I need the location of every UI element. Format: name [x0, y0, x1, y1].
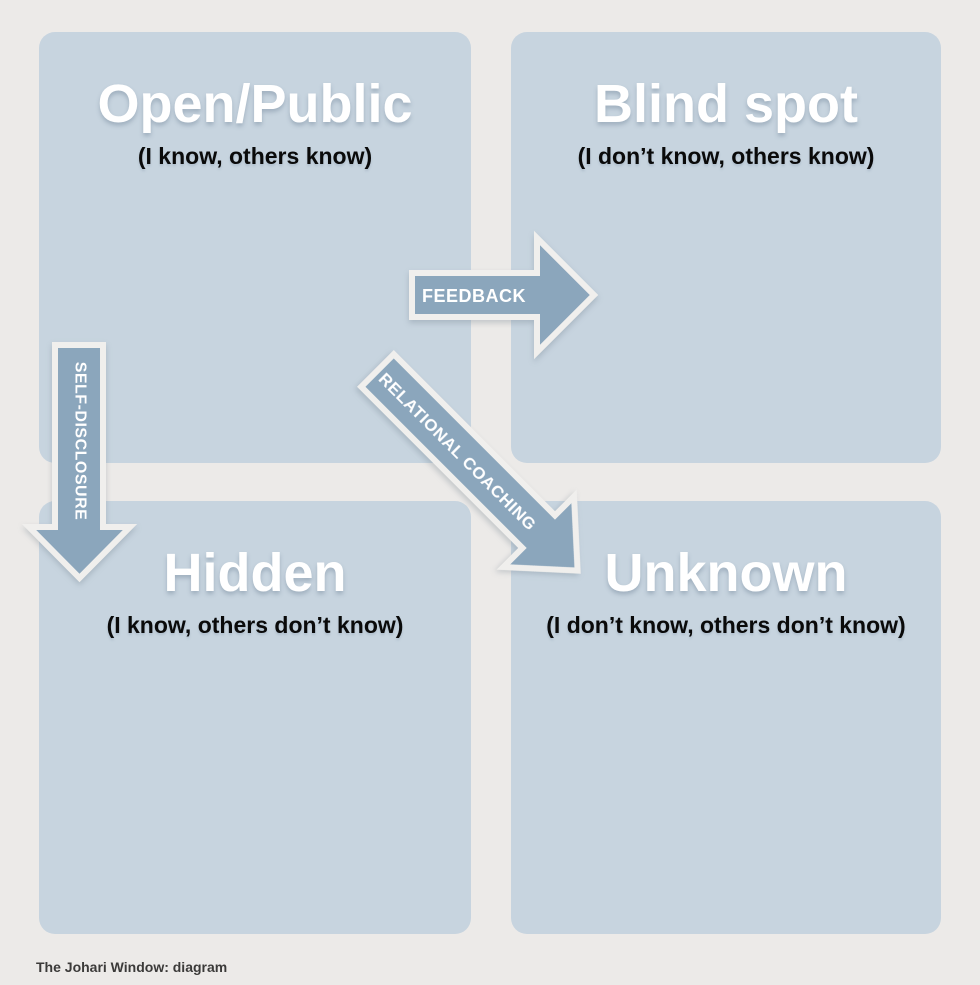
quadrant-subtitle: (I don’t know, others don’t know) — [546, 611, 906, 638]
relational-coaching-arrow-label: RELATIONAL COACHING — [375, 369, 540, 534]
quadrant-subtitle: (I know, others know) — [137, 142, 373, 169]
quadrant-title: Hidden — [163, 543, 347, 603]
quadrant-title: Blind spot — [594, 74, 858, 134]
quadrant-title: Unknown — [604, 543, 848, 603]
quadrant-open-public: Open/Public (I know, others know) — [39, 32, 471, 463]
quadrant-subtitle: (I don’t know, others know) — [577, 142, 875, 169]
quadrant-subtitle: (I know, others don’t know) — [106, 611, 404, 638]
diagram-caption: The Johari Window: diagram — [36, 959, 228, 975]
quadrant-title: Open/Public — [97, 74, 413, 134]
self-disclosure-arrow-label: SELF-DISCLOSURE — [72, 362, 89, 521]
quadrant-blind-spot: Blind spot (I don’t know, others know) — [511, 32, 941, 463]
feedback-arrow-label: FEEDBACK — [422, 286, 526, 306]
relational-coaching-arrow-shape — [356, 349, 581, 574]
quadrant-unknown: Unknown (I don’t know, others don’t know… — [511, 501, 941, 934]
self-disclosure-arrow-icon: SELF-DISCLOSURE — [21, 342, 138, 583]
feedback-arrow-icon: FEEDBACK — [409, 230, 599, 360]
quadrant-hidden: Hidden (I know, others don’t know) — [39, 501, 471, 934]
feedback-arrow-shape — [409, 230, 599, 360]
self-disclosure-arrow-shape — [21, 342, 138, 583]
relational-coaching-arrow-icon: RELATIONAL COACHING — [356, 349, 581, 574]
